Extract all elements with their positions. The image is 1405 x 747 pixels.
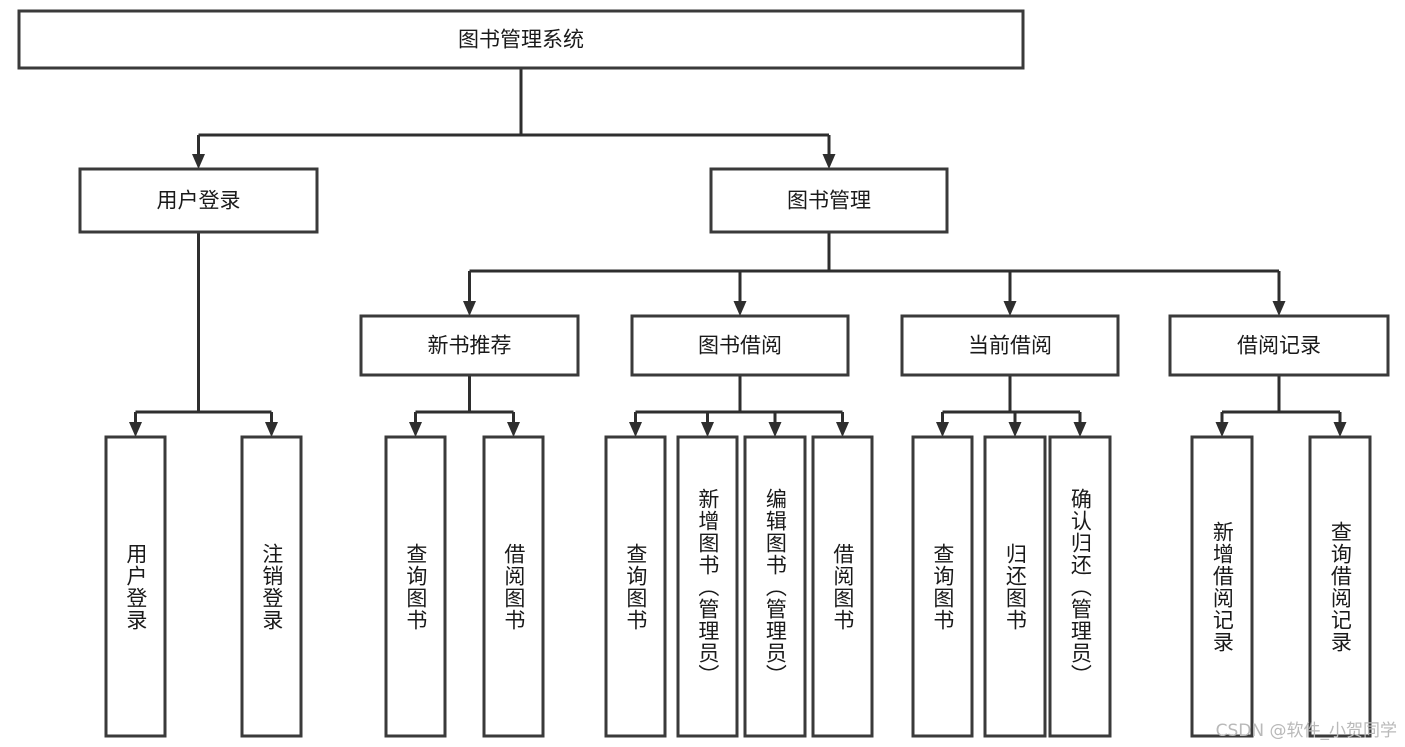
- node-box-leaf-user-logout[interactable]: [240, 435, 303, 738]
- arrow-head-current-borrow-2: [1073, 422, 1087, 437]
- node-label-borrow-record: 借阅记录: [1237, 334, 1321, 358]
- node-box-nbr-borrow-book[interactable]: [482, 435, 545, 738]
- arrow-head-book-manage-1: [733, 301, 747, 316]
- node-label-current-borrow: 当前借阅: [968, 334, 1052, 358]
- arrow-head-book-manage-3: [1272, 301, 1286, 316]
- node-box-br-add-record[interactable]: [1190, 435, 1254, 738]
- node-label-book-borrow: 图书借阅: [698, 334, 782, 358]
- arrow-head-book-borrow-1: [701, 422, 714, 437]
- arrow-head-current-borrow-0: [936, 422, 949, 437]
- connector-layer: [129, 68, 1347, 437]
- arrow-head-borrow-record-1: [1333, 422, 1347, 437]
- arrow-head-borrow-record-0: [1215, 422, 1229, 437]
- arrow-head-book-manage-0: [463, 301, 476, 316]
- node-box-book-borrow[interactable]: [630, 314, 850, 377]
- arrow-head-root-1: [822, 154, 836, 169]
- arrow-head-book-borrow-3: [836, 422, 849, 437]
- node-box-br-query-record[interactable]: [1308, 435, 1372, 738]
- node-box-bb-add-book[interactable]: [676, 435, 739, 738]
- arrow-head-book-manage-2: [1003, 301, 1017, 316]
- node-label-user-login: 用户登录: [157, 189, 241, 213]
- node-box-user-login[interactable]: [78, 167, 319, 234]
- arrow-head-new-book-rec-1: [507, 422, 520, 437]
- node-box-cb-query-book[interactable]: [911, 435, 974, 738]
- node-box-nbr-query-book[interactable]: [384, 435, 447, 738]
- node-box-root[interactable]: [17, 9, 1025, 70]
- node-box-cb-confirm-return[interactable]: [1048, 435, 1112, 738]
- arrow-head-book-borrow-0: [629, 422, 642, 437]
- arrow-head-book-borrow-2: [768, 422, 782, 437]
- arrow-head-current-borrow-1: [1008, 422, 1022, 437]
- arrow-head-root-0: [192, 154, 205, 169]
- arrow-head-user-login-0: [129, 422, 142, 437]
- node-box-bb-edit-book[interactable]: [743, 435, 807, 738]
- node-box-layer: [17, 9, 1390, 738]
- node-box-leaf-user-login[interactable]: [104, 435, 167, 738]
- node-label-root: 图书管理系统: [458, 28, 584, 52]
- node-box-bb-query-book[interactable]: [604, 435, 667, 738]
- node-box-new-book-rec[interactable]: [359, 314, 580, 377]
- node-box-cb-return-book[interactable]: [983, 435, 1047, 738]
- arrow-head-user-login-1: [265, 422, 278, 437]
- node-label-new-book-rec: 新书推荐: [428, 334, 512, 358]
- node-box-book-manage[interactable]: [709, 167, 949, 234]
- node-box-current-borrow[interactable]: [900, 314, 1120, 377]
- node-box-borrow-record[interactable]: [1168, 314, 1390, 377]
- arrow-head-new-book-rec-0: [409, 422, 422, 437]
- node-box-bb-borrow-book[interactable]: [811, 435, 874, 738]
- csdn-watermark: CSDN @软件_小贺同学: [1215, 721, 1397, 741]
- node-label-book-manage: 图书管理: [787, 189, 871, 213]
